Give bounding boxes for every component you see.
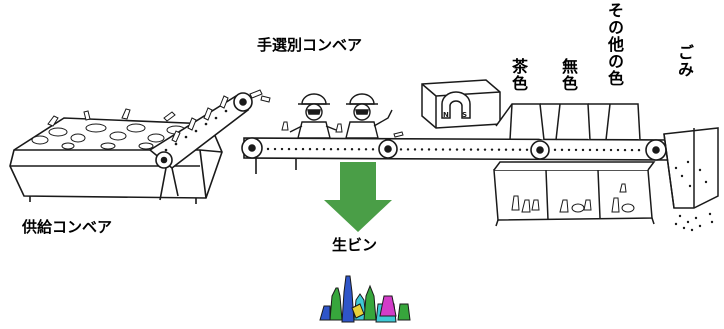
belt-dot [525, 148, 529, 151]
belt-dot [350, 148, 354, 151]
belt-dot [364, 148, 368, 151]
belt-dot [434, 148, 438, 151]
belt-dot [329, 147, 333, 151]
belt-dot [588, 148, 592, 152]
belt-dots [266, 147, 641, 152]
incline-belt-dots [164, 109, 228, 152]
svg-text:S: S [462, 111, 467, 119]
belt-dot [322, 147, 326, 151]
trash-hopper [663, 127, 719, 209]
manual-sorting-conveyor-label: 手選別コンベア [257, 36, 363, 54]
belt-dot [581, 148, 585, 152]
belt-dot [623, 148, 627, 152]
belt-dot [574, 148, 578, 152]
raw-bottles-icon [319, 275, 411, 323]
belt-dot [343, 148, 347, 151]
brown-label: 茶色 [509, 58, 528, 92]
belt-dot [616, 148, 620, 152]
feed-conveyor-label: 供給コンベア [22, 218, 113, 236]
belt-dot [301, 147, 305, 151]
belt-dot [504, 148, 508, 151]
belt-dot [483, 148, 487, 151]
belt-dot [497, 148, 501, 151]
raw-bottles-label: 生ビン [332, 236, 378, 254]
belt-dot [336, 148, 340, 151]
belt-dot [476, 148, 480, 151]
belt-dot [399, 148, 403, 151]
belt-dot [287, 147, 291, 151]
belt-dot [406, 148, 410, 151]
belt-dot [266, 147, 270, 151]
incline-bottles [171, 89, 271, 143]
collection-bins [493, 161, 656, 227]
svg-text:N: N [443, 111, 449, 119]
belt-dot [511, 148, 515, 151]
trash-label: ごみ [675, 44, 694, 78]
trash-particles [674, 160, 714, 232]
output-arrow [324, 162, 392, 232]
belt-dot [308, 147, 312, 151]
belt-dot [630, 148, 634, 152]
belt-dot [371, 148, 375, 151]
belt-dot [294, 147, 298, 151]
belt-dot [595, 148, 599, 152]
belt-dot [518, 148, 522, 151]
belt-dot [567, 148, 571, 152]
belt-dot [427, 148, 431, 151]
sorting-chutes [495, 103, 641, 141]
belt-dot [637, 148, 641, 152]
belt-dot [448, 148, 452, 151]
belt-dot [553, 148, 557, 152]
clear-label: 無色 [559, 58, 578, 92]
belt-bottles [281, 121, 404, 138]
belt-dot [357, 148, 361, 151]
magnet-separator: N S [421, 79, 501, 129]
worker-2 [345, 93, 393, 139]
belt-dot [455, 148, 459, 151]
belt-dot [280, 147, 284, 151]
belt-dot [273, 147, 277, 151]
belt-dot [413, 148, 417, 151]
belt-dot [469, 148, 473, 151]
belt-dot [315, 147, 319, 151]
belt-dot [602, 148, 606, 152]
belt-dot [462, 148, 466, 151]
belt-dot [609, 148, 613, 152]
other-colors-label: その他の色 [605, 2, 624, 87]
binned-bottles [511, 183, 635, 213]
belt-dot [441, 148, 445, 151]
belt-dot [490, 148, 494, 151]
belt-dot [420, 148, 424, 151]
worker-1 [289, 93, 337, 139]
belt-dot [560, 148, 564, 152]
